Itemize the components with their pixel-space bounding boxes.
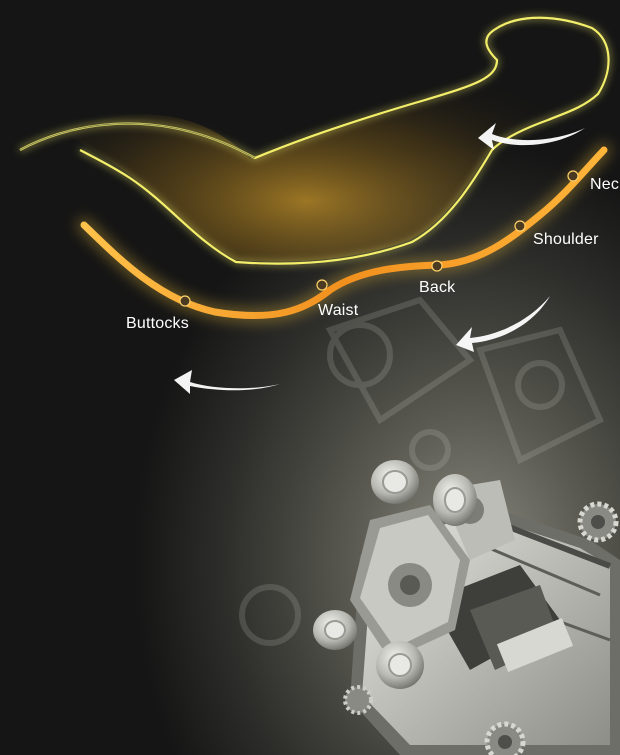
roller-bottom-left xyxy=(313,610,357,650)
node-back xyxy=(431,260,443,272)
node-neck xyxy=(567,170,579,182)
label-buttocks: Buttocks xyxy=(126,315,189,332)
massage-mechanism xyxy=(313,460,620,755)
gear-bottom xyxy=(484,721,526,755)
gear-top xyxy=(577,501,619,543)
ghost-mechanism xyxy=(239,296,604,646)
gear-left xyxy=(343,685,373,715)
node-buttocks xyxy=(179,295,191,307)
roller-top-right xyxy=(433,474,477,526)
massage-track xyxy=(77,143,611,323)
label-shoulder: Shoulder xyxy=(533,231,599,248)
roller-top-left xyxy=(371,460,419,504)
arrow-top-icon xyxy=(478,123,585,150)
label-back: Back xyxy=(419,279,456,296)
label-waist: Waist xyxy=(318,302,359,319)
label-neck: Nec xyxy=(590,176,620,193)
node-shoulder xyxy=(514,220,526,232)
arrow-middle-icon xyxy=(456,296,550,352)
arrow-left-icon xyxy=(174,370,280,394)
body-silhouette xyxy=(19,16,610,265)
roller-bottom-right xyxy=(376,641,424,689)
motion-arrows xyxy=(174,123,585,394)
node-waist xyxy=(316,279,328,291)
